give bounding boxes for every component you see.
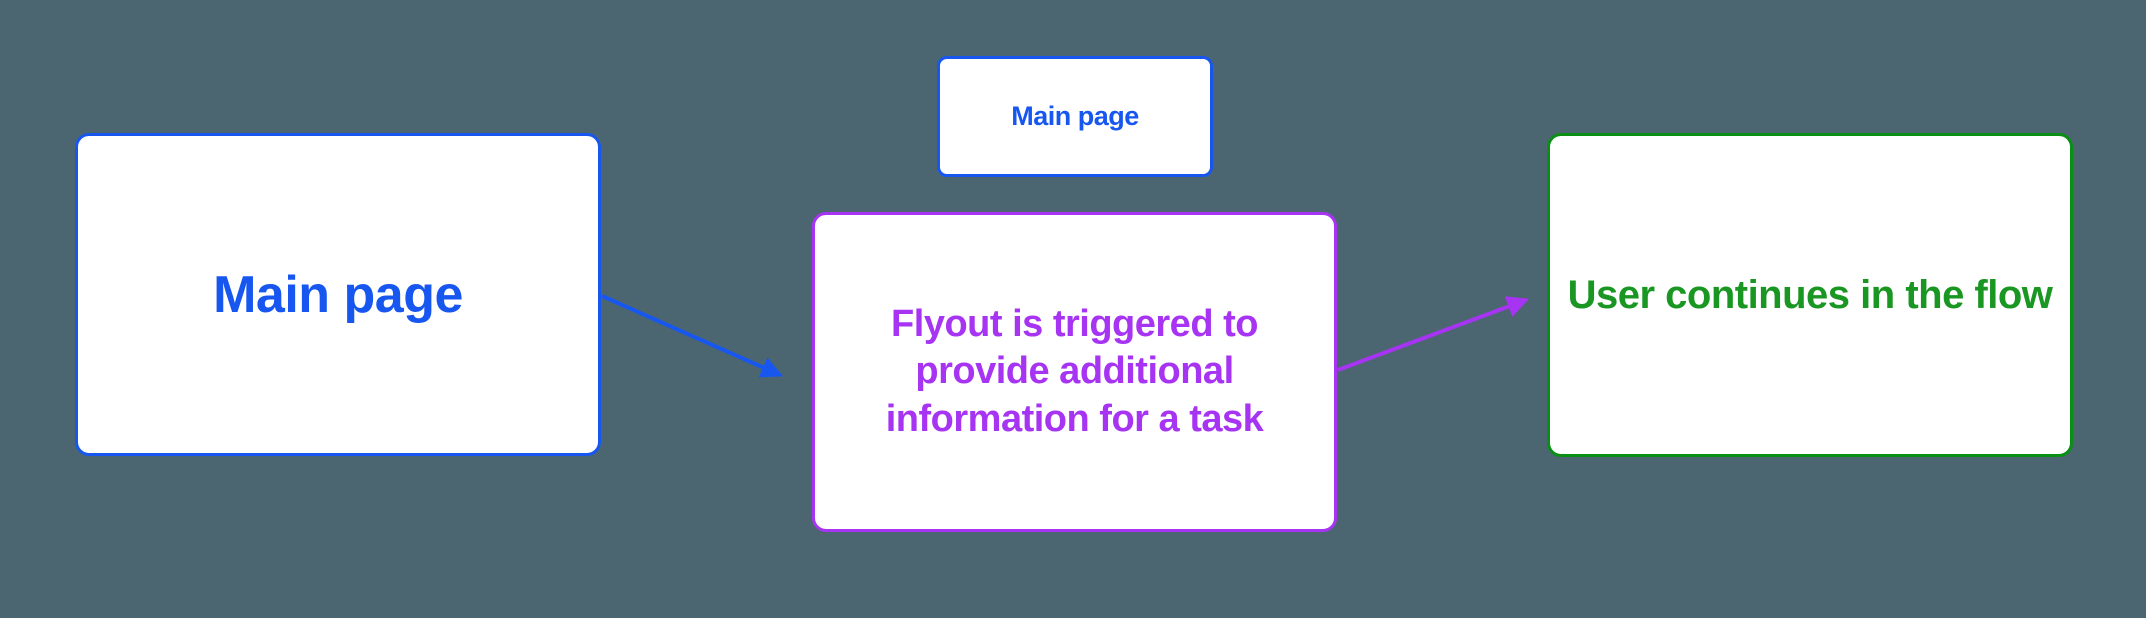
connector-flyout-to-continue[interactable] — [1337, 296, 1530, 372]
connector-main-to-flyout[interactable] — [601, 294, 784, 378]
node-main-page-label: Main page — [213, 265, 463, 324]
node-continue-flow-label: User continues in the flow — [1567, 272, 2053, 317]
node-continue-flow[interactable]: User continues in the flow — [1547, 133, 2073, 457]
node-main-page-small-label: Main page — [1011, 101, 1139, 131]
node-main-page[interactable]: Main page — [75, 133, 601, 456]
node-flyout-label: Flyout is triggered to provide additiona… — [885, 302, 1264, 440]
node-flyout[interactable]: Flyout is triggered to provide additiona… — [812, 212, 1337, 532]
node-main-page-small[interactable]: Main page — [937, 56, 1213, 177]
